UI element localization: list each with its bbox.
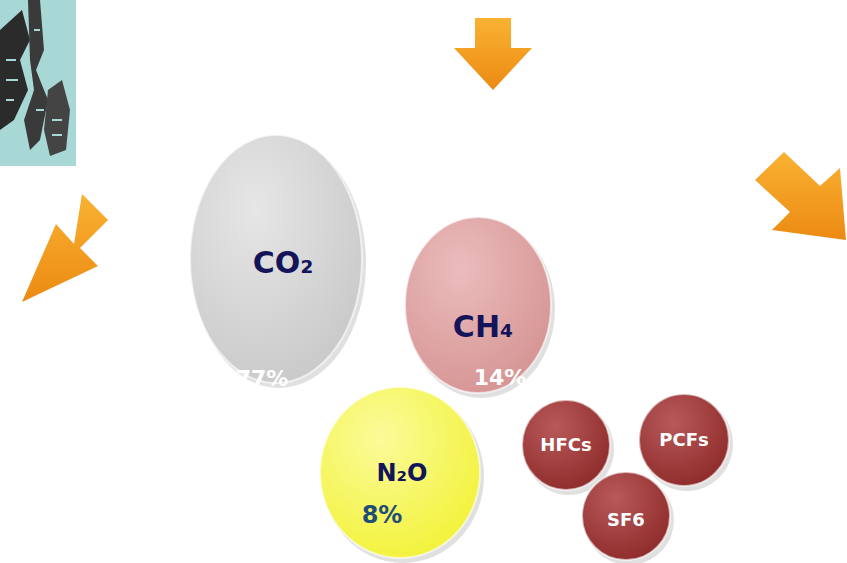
gas-name: SF6	[607, 511, 645, 529]
gas-bubble: N₂O 8%	[318, 385, 482, 560]
orange-arrow	[755, 152, 846, 240]
percent-label: 14%	[474, 367, 527, 389]
gas-bubble: SF6	[580, 470, 672, 562]
orange-arrow	[454, 18, 532, 90]
percent-label: 77%	[236, 368, 289, 390]
gas-bubble: CH₄ 14%	[403, 215, 553, 395]
gas-name: CH₄	[453, 312, 513, 342]
orange-arrow	[22, 194, 108, 302]
gas-name: CO₂	[253, 248, 314, 278]
gas-name: HFCs	[540, 436, 591, 454]
gas-name: PCFs	[659, 431, 708, 449]
percent-label: 8%	[362, 503, 403, 527]
gas-bubble: HFCs	[520, 398, 612, 492]
gas-name: N₂O	[377, 461, 428, 485]
building-illustration	[0, 0, 76, 166]
gas-bubble: PCFs	[637, 392, 731, 488]
gas-bubble: CO₂77%	[188, 133, 364, 385]
